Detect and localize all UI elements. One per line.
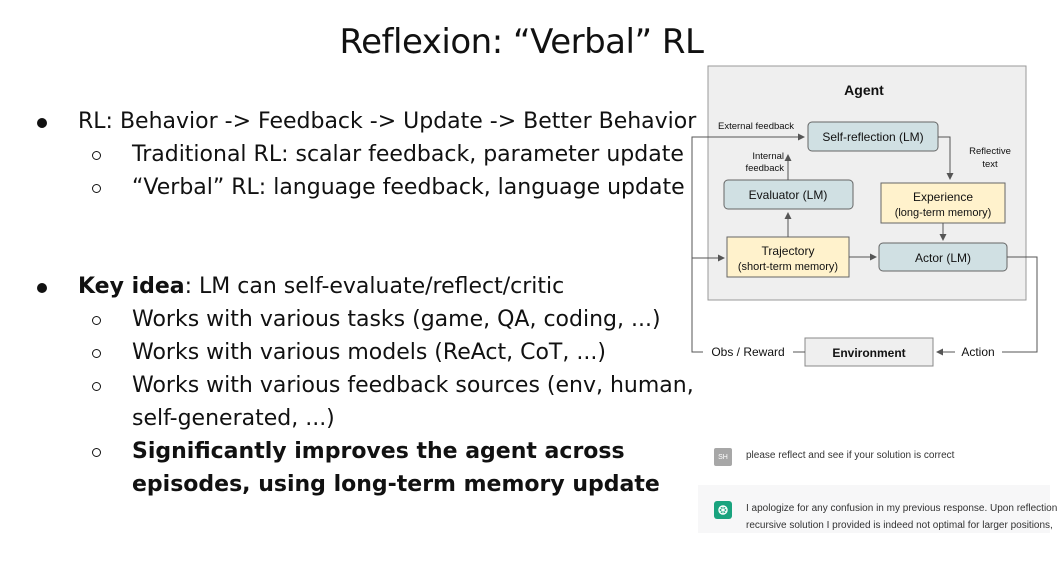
- user-message: please reflect and see if your solution …: [746, 450, 955, 461]
- sub-bullet-models: Works with various models (ReAct, CoT, .…: [132, 340, 606, 365]
- openai-icon: [714, 501, 732, 519]
- chat-user-row: SH please reflect and see if your soluti…: [698, 442, 1050, 472]
- experience-label-line2: (long-term memory): [895, 207, 992, 219]
- obs-reward-line-left: [691, 133, 805, 353]
- reflective-text-label-line2: text: [982, 159, 998, 170]
- bullet-rl-loop: RL: Behavior -> Feedback -> Update -> Be…: [78, 109, 697, 134]
- sub-bullet-ring: [92, 382, 101, 391]
- key-idea-label: Key idea: [78, 274, 185, 299]
- sub-bullet-verbal-rl: “Verbal” RL: language feedback, language…: [132, 175, 685, 200]
- trajectory-label-line1: Trajectory: [762, 244, 815, 258]
- bullet-dot: [37, 283, 47, 293]
- sub-bullet-feedback-sources-line1: Works with various feedback sources (env…: [132, 373, 694, 398]
- user-avatar: SH: [714, 448, 732, 466]
- environment-label: Environment: [832, 346, 905, 360]
- bullet-dot: [37, 118, 47, 128]
- assistant-message-line1: I apologize for any confusion in my prev…: [746, 503, 1058, 514]
- reflective-text-label-line1: Reflective: [969, 146, 1011, 157]
- sub-bullet-feedback-sources-line2: self-generated, ...): [132, 406, 335, 431]
- sub-bullet-ring: [92, 448, 101, 457]
- sub-bullet-ring: [92, 151, 101, 160]
- obs-reward-label: Obs / Reward: [711, 345, 784, 359]
- slide-title: Reflexion: “Verbal” RL: [339, 22, 704, 62]
- openai-logo-icon: [718, 505, 728, 515]
- sub-bullet-ring: [92, 316, 101, 325]
- self-reflection-label: Self-reflection (LM): [822, 130, 923, 144]
- actor-label: Actor (LM): [915, 251, 971, 265]
- action-label: Action: [961, 345, 994, 359]
- evaluator-label: Evaluator (LM): [749, 188, 828, 202]
- external-feedback-label: External feedback: [718, 121, 794, 132]
- sub-bullet-ring: [92, 184, 101, 193]
- environment-box: [804, 337, 934, 367]
- sub-bullet-traditional-rl: Traditional RL: scalar feedback, paramet…: [132, 142, 684, 167]
- bullet-key-idea: Key idea: LM can self-evaluate/reflect/c…: [78, 274, 564, 299]
- key-idea-text: : LM can self-evaluate/reflect/critic: [184, 274, 565, 299]
- chat-assistant-row: I apologize for any confusion in my prev…: [698, 485, 1057, 533]
- experience-label-line1: Experience: [913, 190, 973, 204]
- self-reflection-to-experience-arrow: [938, 136, 954, 180]
- assistant-message-line2: recursive solution I provided is indeed …: [746, 520, 1053, 531]
- action-line: [1002, 256, 1038, 353]
- agent-label: Agent: [844, 82, 884, 98]
- experience-box: [880, 182, 1006, 224]
- trajectory-box: [726, 236, 850, 278]
- sub-bullet-improves-line1: Significantly improves the agent across: [132, 439, 625, 464]
- trajectory-label-line2: (short-term memory): [738, 261, 838, 273]
- sub-bullet-tasks: Works with various tasks (game, QA, codi…: [132, 307, 661, 332]
- internal-feedback-label-line2: feedback: [745, 163, 784, 174]
- internal-feedback-label-line1: Internal: [752, 151, 784, 162]
- sub-bullet-improves-line2: episodes, using long-term memory update: [132, 472, 660, 497]
- sub-bullet-ring: [92, 349, 101, 358]
